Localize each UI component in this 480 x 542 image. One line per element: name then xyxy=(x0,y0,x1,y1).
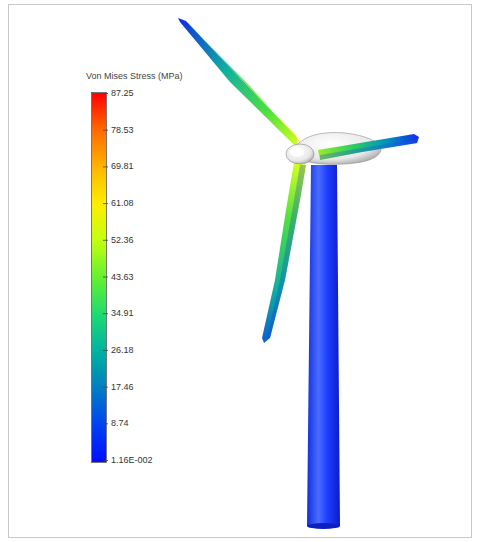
colorbar-segment xyxy=(92,459,106,462)
colorbar-segment xyxy=(92,203,106,240)
colorbar-value: 87.25 xyxy=(111,89,134,98)
colorbar-tick xyxy=(103,93,108,94)
colorbar-tick xyxy=(103,423,108,424)
colorbar-tick xyxy=(103,203,108,204)
colorbar-value: 52.36 xyxy=(111,236,134,245)
colorbar-value: 8.74 xyxy=(111,419,129,428)
blade xyxy=(178,18,300,150)
colorbar-tick xyxy=(103,460,108,461)
colorbar-segment xyxy=(92,93,106,130)
blade-shade xyxy=(320,139,417,160)
colorbar-segment xyxy=(92,423,106,460)
colorbar-segment xyxy=(92,277,106,314)
hub-highlight xyxy=(290,147,304,157)
tower xyxy=(307,165,340,526)
frame xyxy=(9,5,472,538)
colorbar-segment xyxy=(92,240,106,277)
blade-face xyxy=(186,21,302,145)
blade xyxy=(262,162,306,343)
colorbar-segment xyxy=(92,313,106,350)
colorbar-tick xyxy=(103,166,108,167)
colorbar-value: 78.53 xyxy=(111,126,134,135)
colorbar-value: 34.91 xyxy=(111,309,134,318)
colorbar-tick xyxy=(103,240,108,241)
colorbar-value: 69.81 xyxy=(111,162,134,171)
colorbar-tick xyxy=(103,350,108,351)
colorbar-tick xyxy=(103,277,108,278)
colorbar-segment xyxy=(92,166,106,203)
blade xyxy=(318,134,419,160)
colorbar-tick xyxy=(103,130,108,131)
colorbar-value: 17.46 xyxy=(111,383,134,392)
hub xyxy=(286,144,314,164)
colorbar-segment xyxy=(92,387,106,424)
colorbar-tick xyxy=(103,313,108,314)
colorbar-tick xyxy=(103,387,108,388)
blade-shade xyxy=(267,165,306,338)
colorbar-value: 26.18 xyxy=(111,346,134,355)
colorbar-segment xyxy=(92,130,106,167)
colorbar-value: 1.16E-002 xyxy=(111,456,153,465)
colorbar-value: 61.08 xyxy=(111,199,134,208)
colorbar-outline xyxy=(92,93,107,463)
colorbar-value: 43.63 xyxy=(111,273,134,282)
tower-base xyxy=(307,523,340,529)
colorbar-segment xyxy=(92,350,106,387)
colorbar-title: Von Mises Stress (MPa) xyxy=(86,72,183,81)
